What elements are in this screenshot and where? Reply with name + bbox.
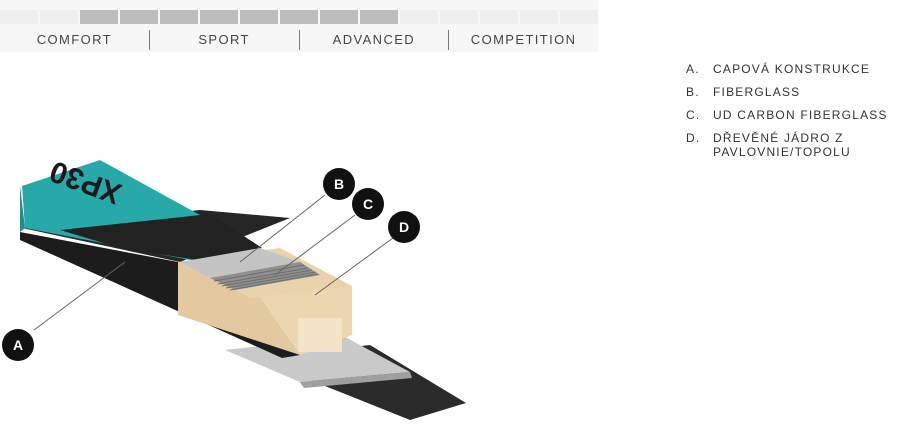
topsheet-black-wedge	[60, 214, 262, 262]
category-advanced: ADVANCED	[298, 30, 449, 50]
level-scale: COMFORT SPORT ADVANCED COMPETITION	[0, 0, 598, 52]
level-segment	[560, 10, 598, 24]
level-segment	[520, 10, 558, 24]
marker-b: B	[323, 168, 355, 200]
legend-item-a: A. CAPOVÁ KONSTRUKCE	[686, 62, 900, 76]
level-segment	[400, 10, 438, 24]
leader-line-b	[239, 194, 326, 263]
legend-letter: A.	[686, 62, 700, 76]
level-segment	[440, 10, 478, 24]
legend-letter: C.	[686, 108, 701, 122]
level-segment	[80, 10, 118, 24]
leader-line-a	[33, 261, 126, 331]
legend-text: UD CARBON FIBERGLASS	[713, 108, 888, 122]
category-comfort: COMFORT	[36, 32, 113, 47]
svg-text:B: B	[334, 176, 344, 192]
level-segment	[160, 10, 198, 24]
marker-a: A	[2, 329, 34, 361]
legend-text: CAPOVÁ KONSTRUKCE	[713, 62, 871, 76]
leader-line-d	[314, 237, 394, 296]
wood-core-inlay	[298, 318, 342, 352]
legend-letter: B.	[686, 85, 700, 99]
level-segment	[320, 10, 358, 24]
legend-item-b: B. FIBERGLASS	[686, 85, 900, 99]
legend: A. CAPOVÁ KONSTRUKCE B. FIBERGLASS C. UD…	[686, 62, 900, 168]
legend-text: FIBERGLASS	[713, 85, 801, 99]
svg-text:D: D	[399, 219, 409, 235]
level-segment	[360, 10, 398, 24]
legend-item-c: C. UD CARBON FIBERGLASS	[686, 108, 900, 122]
level-segment	[480, 10, 518, 24]
legend-letter: D.	[686, 131, 701, 145]
level-segment	[120, 10, 158, 24]
level-segment	[40, 10, 78, 24]
carbon-stripes	[213, 264, 319, 291]
level-segment	[280, 10, 318, 24]
category-competition: COMPETITION	[448, 30, 598, 50]
fiberglass-layer	[180, 248, 300, 278]
level-segment	[240, 10, 278, 24]
topsheet-teal-side	[20, 186, 25, 232]
legend-item-d: D. DŘEVĚNÉ JÁDRO Z PAVLOVNIE/TOPOLU	[686, 131, 900, 159]
svg-text:A: A	[13, 337, 23, 353]
svg-text:C: C	[363, 196, 373, 212]
base-fiberglass-shade	[300, 372, 412, 388]
level-segment	[0, 10, 38, 24]
level-segment	[200, 10, 238, 24]
leader-line-c	[274, 214, 356, 276]
legend-text: DŘEVĚNÉ JÁDRO Z PAVLOVNIE/TOPOLU	[713, 131, 851, 159]
marker-c: C	[352, 188, 384, 220]
wood-core-side	[178, 262, 300, 355]
category-sport: SPORT	[148, 30, 299, 50]
marker-d: D	[388, 211, 420, 243]
level-segments	[0, 10, 598, 24]
level-categories: COMFORT SPORT ADVANCED COMPETITION	[0, 30, 598, 50]
